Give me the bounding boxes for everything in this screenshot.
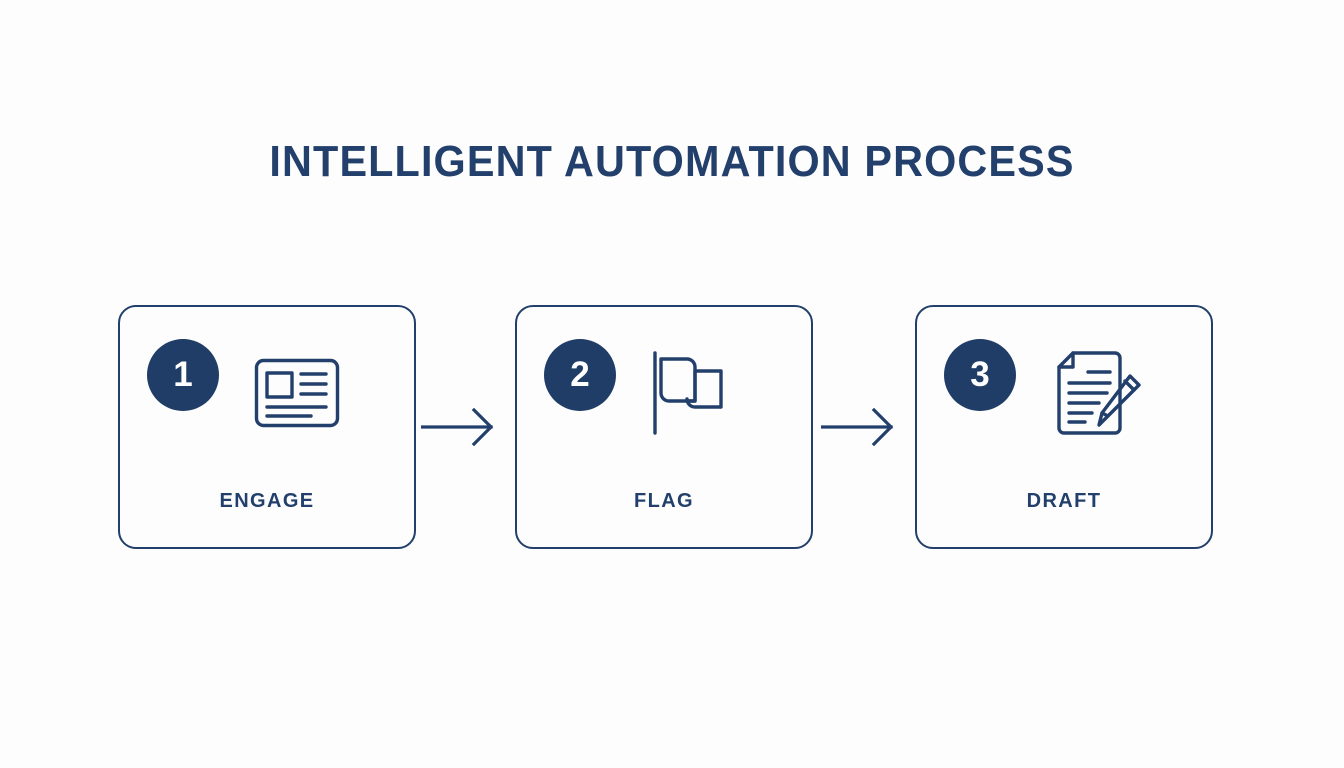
arrow-step2-to-step3 — [821, 408, 901, 446]
process-step-card-2[interactable]: 2 FLAG — [515, 305, 813, 549]
step-label: FLAG — [633, 490, 695, 512]
article-card-icon — [254, 347, 364, 439]
process-step-card-3[interactable]: 3 DRAFT — [915, 305, 1213, 549]
process-step-card-1[interactable]: 1 ENGAGE — [118, 305, 416, 549]
flag-icon — [651, 347, 761, 439]
process-flow: 1 ENGAGE 2 — [118, 305, 1226, 553]
step-number-badge: 1 — [147, 339, 219, 411]
page-title: INTELLIGENT AUTOMATION PROCESS — [269, 137, 1075, 186]
step-number-badge: 3 — [944, 339, 1016, 411]
step-label: ENGAGE — [219, 490, 315, 512]
step-number-badge: 2 — [544, 339, 616, 411]
document-pencil-icon — [1051, 347, 1161, 439]
step-label: DRAFT — [1026, 490, 1102, 512]
arrow-step1-to-step2 — [421, 408, 501, 446]
